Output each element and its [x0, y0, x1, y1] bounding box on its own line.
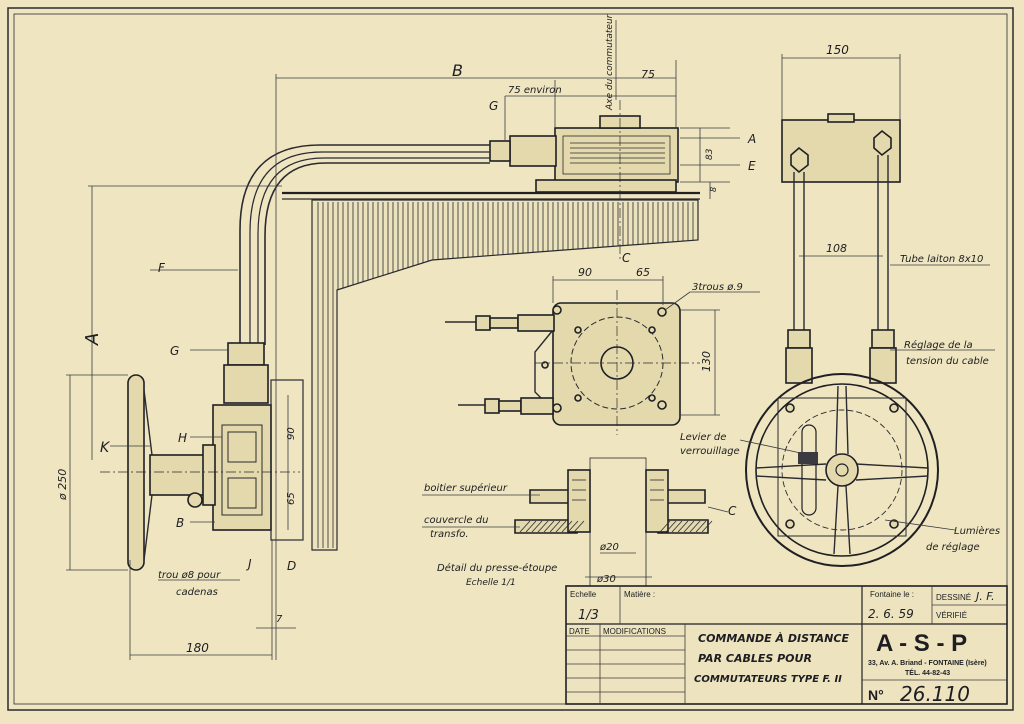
label-detail: Détail du presse-étoupe: [437, 562, 557, 574]
label-A-right: A: [747, 132, 756, 146]
label-trou-2: cadenas: [176, 587, 218, 598]
label-lumieres-2: de réglage: [926, 541, 980, 553]
inner-frame: [13, 13, 1008, 705]
label-D: D: [287, 559, 296, 573]
dim-75: 75: [641, 68, 655, 81]
label-B-low: B: [176, 516, 184, 530]
label-boitier: boitier supérieur: [424, 482, 508, 494]
tb-tel: TÉL. 44-82-43: [905, 668, 950, 677]
label-axe-commutateur: Axe du commutateur: [605, 13, 615, 111]
tb-address: 33, Av. A. Briand - FONTAINE (Isère): [868, 660, 987, 667]
label-75-environ: 75 environ: [508, 85, 562, 96]
label-E-right: E: [748, 159, 756, 173]
label-F: F: [158, 261, 166, 275]
label-couvercle-1: couvercle du: [424, 515, 488, 526]
label-levier-1: Levier de: [680, 432, 726, 443]
label-C-top: C: [622, 251, 631, 265]
label-tube-laiton: Tube laiton 8x10: [900, 254, 983, 265]
tb-dessine-value: J. F.: [974, 590, 995, 603]
label-reglage-1: Réglage de la: [904, 339, 973, 351]
dim-150: 150: [826, 43, 849, 57]
dim-250: ø 250: [56, 469, 69, 501]
tb-echelle-value: 1/3: [578, 608, 599, 623]
title-block: Echelle 1/3 Matière : Fontaine le : 2. 6…: [565, 585, 1008, 706]
tb-title-line3: COMMUTATEURS TYPE F. II: [694, 674, 842, 685]
outer-frame: [7, 7, 1014, 711]
tb-date-col: DATE: [569, 627, 590, 636]
tb-verifie-label: VÉRIFIÉ: [936, 611, 967, 620]
tb-no-label: N°: [868, 687, 884, 703]
label-reglage-2: tension du cable: [906, 356, 989, 367]
tb-company: A - S - P: [876, 630, 967, 657]
label-J: J: [246, 557, 252, 571]
dim-65-plan: 65: [636, 266, 650, 279]
label-H: H: [178, 431, 187, 445]
dim-90-plan: 90: [578, 266, 592, 279]
label-lumieres-1: Lumières: [954, 525, 1000, 537]
dim-65-side: 65: [286, 492, 297, 505]
tb-dessine-label: DESSINÉ: [936, 593, 971, 602]
tb-matiere-label: Matière :: [624, 590, 655, 599]
label-A-left: A: [82, 333, 103, 346]
label-trou-1: trou ø8 pour: [158, 570, 221, 581]
plan-view: 90 65 130 3trous ø.9: [445, 266, 760, 435]
elevation-view: B 75 environ 75 Axe du commutateur G A E…: [56, 13, 756, 660]
label-couvercle-2: transfo.: [430, 529, 469, 540]
tb-fontaine-label: Fontaine le :: [870, 590, 914, 599]
label-C-right: C: [728, 504, 737, 518]
tb-modifications-col: MODIFICATIONS: [603, 627, 666, 636]
dim-30: ø30: [596, 574, 616, 585]
detail-view: ø20 ø30 boitier supérieur couvercle du t…: [422, 457, 737, 599]
label-G-left: G: [170, 344, 179, 358]
label-echelle-detail: Echelle 1/1: [466, 578, 516, 588]
tb-echelle-label: Echelle: [570, 590, 597, 599]
label-G-top: G: [489, 99, 498, 113]
dim-180: 180: [186, 641, 209, 655]
label-B: B: [452, 61, 463, 80]
dim-90-side: 90: [286, 427, 297, 440]
label-K: K: [100, 440, 111, 456]
tb-title-line1: COMMANDE À DISTANCE: [698, 631, 849, 645]
tb-date-value: 2. 6. 59: [868, 607, 914, 621]
tb-number: 26.110: [900, 682, 970, 706]
tb-title-line2: PAR CABLES POUR: [698, 652, 812, 665]
dim-108: 108: [826, 242, 847, 255]
label-levier-2: verrouillage: [680, 446, 740, 457]
front-view: 150 108 Tube laiton 8x10 Réglage de la t…: [680, 43, 1000, 567]
dim-130: 130: [700, 351, 713, 372]
dim-8: 8: [709, 187, 718, 192]
dim-20: ø20: [599, 542, 619, 553]
dim-7: 7: [276, 614, 283, 625]
dim-83: 83: [705, 148, 715, 160]
label-3-trous: 3trous ø.9: [692, 282, 743, 293]
